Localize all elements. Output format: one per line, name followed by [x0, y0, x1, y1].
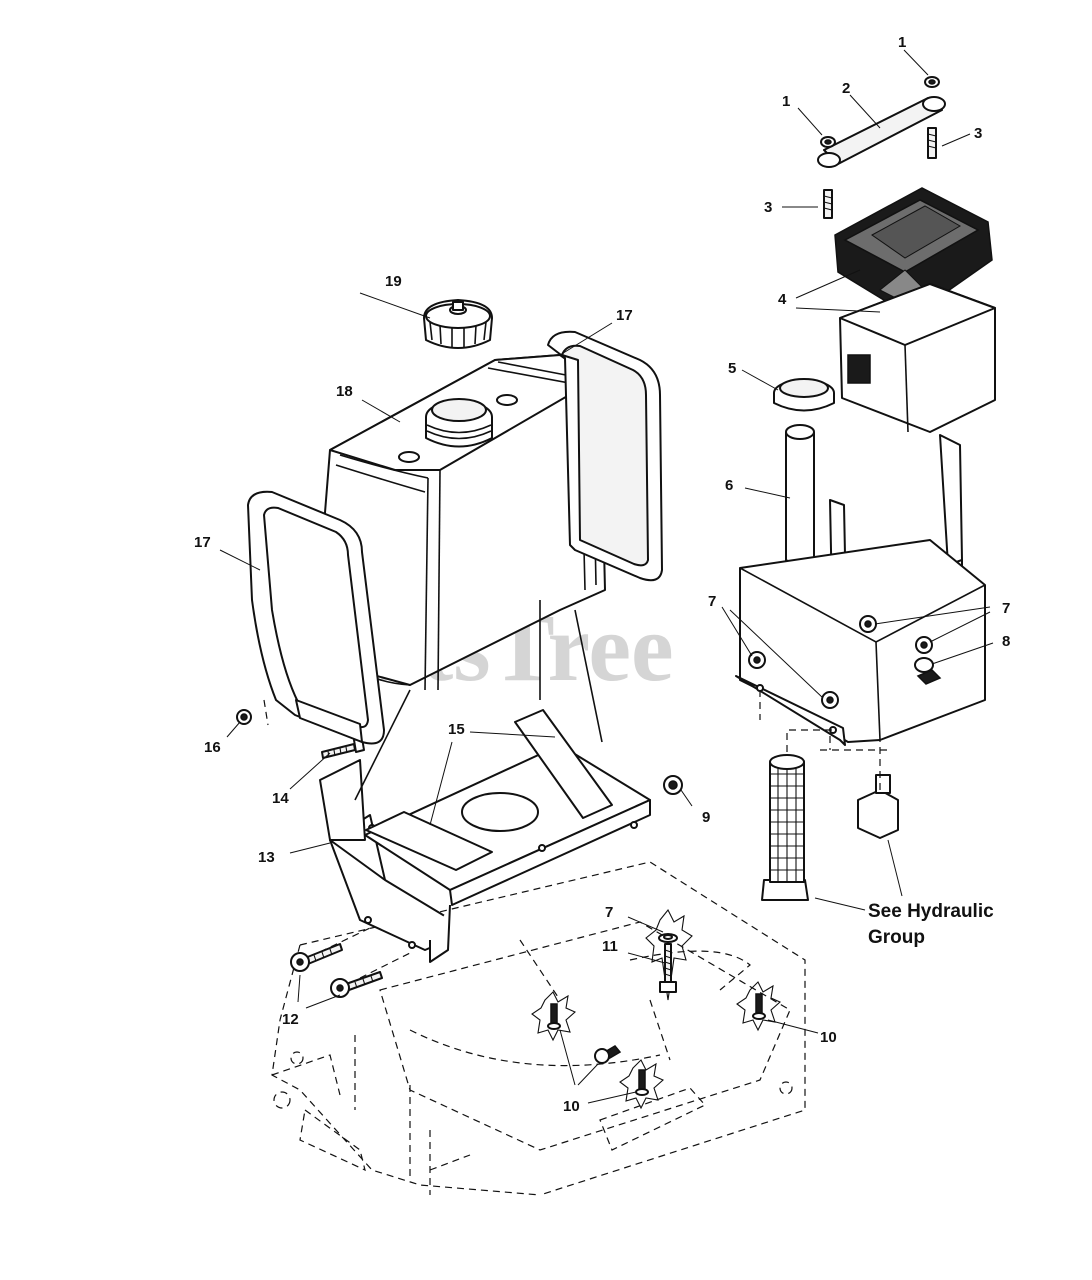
- callout-17: 17: [616, 307, 633, 324]
- fuel-tank: [317, 354, 606, 691]
- bolt-3-right: [927, 127, 937, 159]
- callout-numbers: 1 1 2 3 3 4 5 6 7 7 7 8 9 10 10 11 12 13…: [194, 34, 1010, 1115]
- callout-17: 17: [194, 534, 211, 551]
- reservoir-tank: [735, 539, 986, 746]
- callout-8: 8: [1002, 633, 1010, 650]
- bolt-11: [658, 933, 678, 993]
- pad-15-front: [365, 811, 493, 871]
- callout-16: 16: [204, 739, 221, 756]
- callout-11: 11: [602, 938, 618, 955]
- callout-7: 7: [1002, 600, 1010, 617]
- battery-hold-down-bar: [817, 96, 946, 168]
- fuel-cap: [423, 299, 493, 349]
- nut-1-left: [820, 136, 836, 148]
- callout-12: 12: [282, 1011, 299, 1028]
- callout-3: 3: [974, 125, 982, 142]
- reference-note-line-1: See Hydraulic: [868, 901, 994, 922]
- nut-16: [236, 709, 252, 725]
- callout-1: 1: [782, 93, 790, 110]
- callout-10: 10: [563, 1098, 580, 1115]
- callout-4: 4: [778, 291, 787, 308]
- callout-9: 9: [702, 809, 710, 826]
- frame-bolt-cutaway-3: [736, 981, 782, 1032]
- nut-7-b: [821, 691, 839, 709]
- hydraulic-valve: [857, 774, 899, 839]
- tank-strap-front: [247, 490, 385, 745]
- callout-7: 7: [605, 904, 613, 921]
- hydraulic-filter: [761, 754, 809, 901]
- bolt-3-left: [823, 189, 833, 219]
- frame-bolt-cutaway-1: [531, 991, 577, 1042]
- nut-9: [663, 775, 683, 795]
- screw-12-upper: [290, 943, 343, 972]
- nut-7-a: [748, 651, 766, 669]
- assembly-guides: [263, 600, 890, 801]
- reference-note-line-2: Group: [868, 927, 925, 948]
- frame-bolt-cutaway-2: [619, 1059, 665, 1110]
- nut-7-c: [859, 615, 877, 633]
- callout-15: 15: [448, 721, 465, 738]
- fitting-8: [914, 657, 942, 685]
- pad-15-rear: [514, 709, 613, 819]
- bolt-10-loose: [594, 1045, 622, 1064]
- battery-box: [839, 283, 996, 433]
- callout-10: 10: [820, 1029, 837, 1046]
- frame-bolt-cutaway-4: [645, 908, 693, 1001]
- callout-19: 19: [385, 273, 402, 290]
- reservoir-cap: [773, 378, 835, 412]
- callout-18: 18: [336, 383, 353, 400]
- callout-13: 13: [258, 849, 275, 866]
- nut-7-d: [915, 636, 933, 654]
- callout-5: 5: [728, 360, 736, 377]
- callout-14: 14: [272, 790, 289, 807]
- leader-lines: [219, 49, 994, 1104]
- callout-1: 1: [898, 34, 906, 51]
- callout-6: 6: [725, 477, 733, 494]
- callout-2: 2: [842, 80, 850, 97]
- nut-1-right: [924, 76, 940, 88]
- tank-strap-rear: [547, 330, 663, 582]
- reservoir-tube: [785, 424, 815, 566]
- callout-7: 7: [708, 593, 716, 610]
- battery-cover: [834, 187, 993, 306]
- hydraulic-group-reference: See Hydraulic Group: [868, 901, 994, 948]
- screw-12-lower: [330, 971, 383, 998]
- callout-3: 3: [764, 199, 772, 216]
